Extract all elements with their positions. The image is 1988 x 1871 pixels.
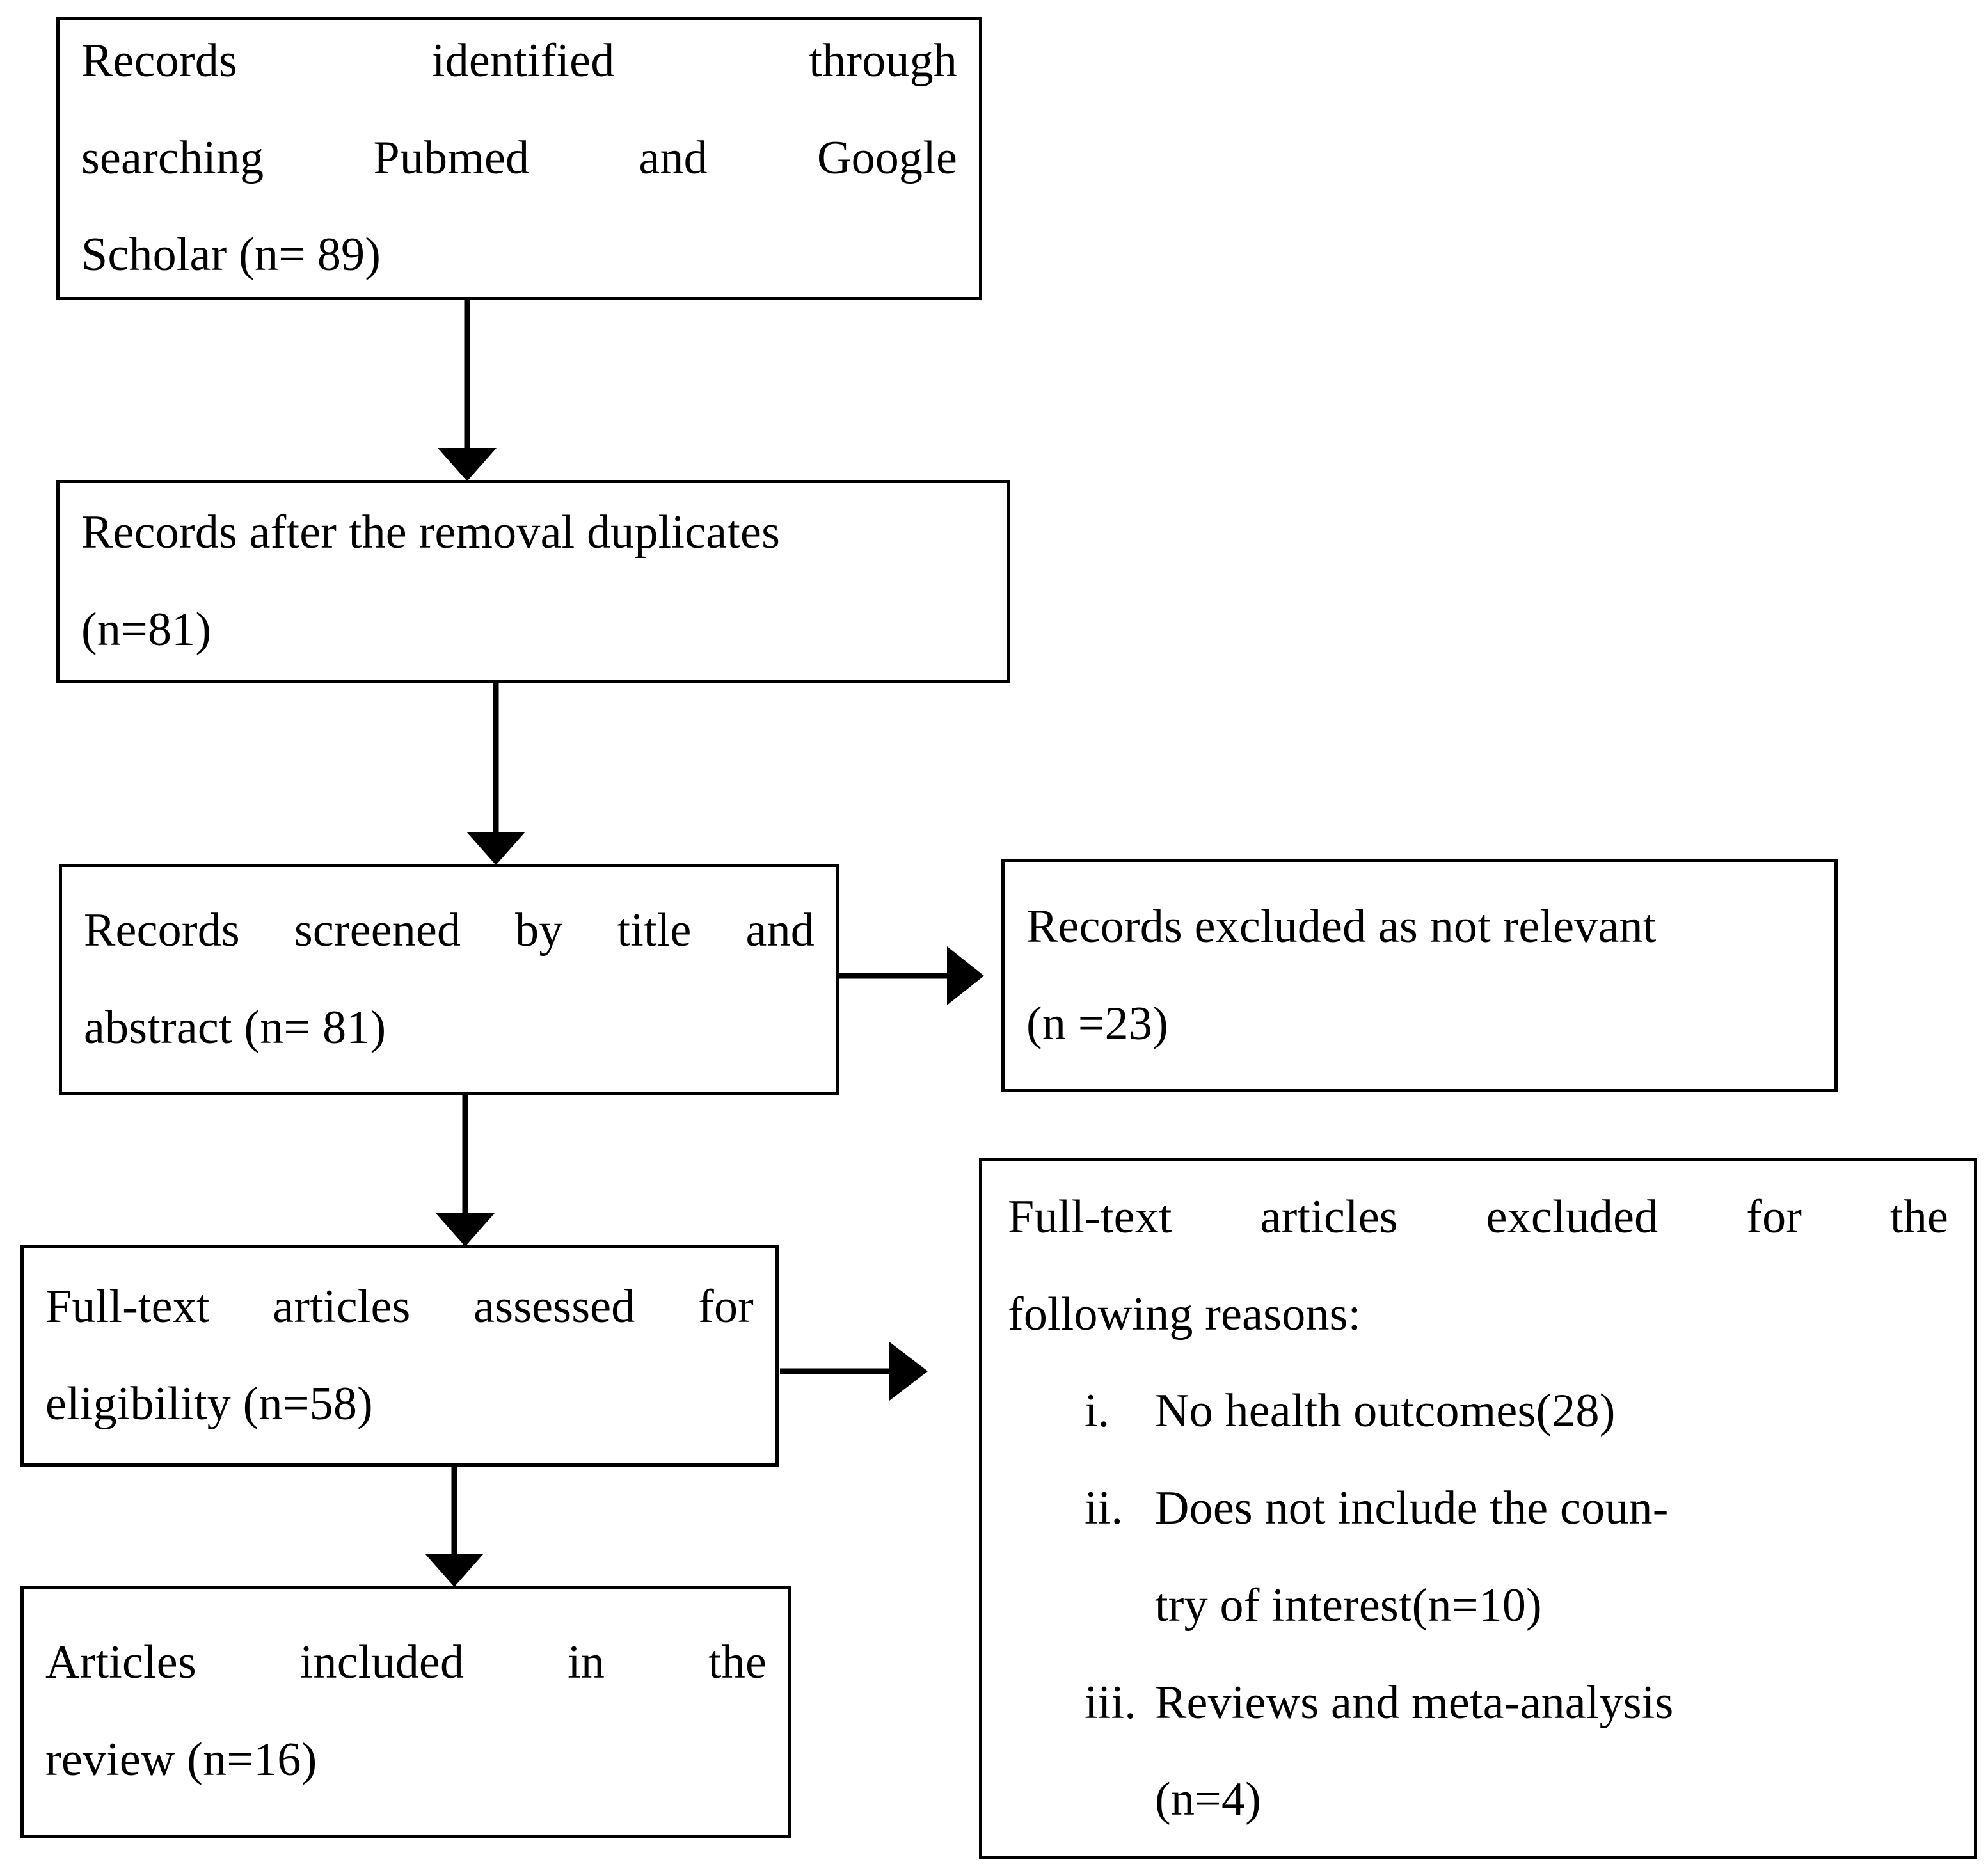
text-line: Articles included in the — [45, 1636, 767, 1689]
node-fulltext-assessed-text: Full-text articles assessed for eligibil… — [24, 1259, 775, 1453]
node-fulltext-assessed: Full-text articles assessed for eligibil… — [20, 1245, 779, 1467]
connector-identified-to-dedup — [438, 300, 497, 481]
exclusion-reason-list: i. No health outcomes(28) ii. Does not i… — [1008, 1363, 1948, 1848]
text-line: Reviews and meta-analysis — [1155, 1676, 1674, 1729]
text-line: Full-text articles assessed for — [45, 1280, 754, 1334]
list-marker: ii. — [1085, 1482, 1124, 1535]
text-line: abstract (n= 81) — [84, 1001, 386, 1054]
list-item-label: No health outcomes(28) — [1155, 1385, 1616, 1438]
list-item: i. No health outcomes(28) — [1008, 1363, 1948, 1460]
text-line: (n =23) — [1026, 997, 1168, 1050]
node-records-after-duplicates: Records after the removal duplicates (n=… — [56, 480, 1010, 683]
node-records-screened-text: Records screened by title and abstract (… — [62, 882, 836, 1076]
node-records-excluded-not-relevant-text: Records excluded as not relevant (n =23) — [1005, 879, 1834, 1072]
text-line: Does not include the coun- — [1155, 1482, 1669, 1535]
list-item-label: Reviews and meta-analysis (n=4) — [1155, 1655, 1948, 1849]
list-item: iii. Reviews and meta-analysis (n=4) — [1008, 1655, 1948, 1849]
text-line: Records excluded as not relevant — [1026, 900, 1657, 953]
node-records-after-duplicates-text: Records after the removal duplicates (n=… — [60, 484, 1007, 678]
connector-dedup-to-screened — [466, 683, 525, 865]
text-line: following reasons: — [1008, 1287, 1362, 1341]
text-line: Records after the removal duplicates — [81, 506, 781, 559]
text-line: (n=81) — [81, 603, 212, 656]
node-articles-included-text: Articles included in the review (n=16) — [24, 1614, 788, 1808]
connector-assessed-to-fulltext-excluded — [780, 1342, 928, 1401]
list-marker: i. — [1085, 1385, 1110, 1438]
list-item-label: Does not include the coun- try of intere… — [1155, 1460, 1948, 1654]
text-line: Records identified through — [81, 34, 957, 87]
node-records-screened: Records screened by title and abstract (… — [59, 864, 839, 1095]
text-line: Scholar (n= 89) — [81, 228, 381, 282]
connector-assessed-to-included — [425, 1467, 484, 1587]
text-line: searching Pubmed and Google — [81, 131, 957, 184]
text-line: Records screened by title and — [84, 904, 815, 957]
text-line: (n=4) — [1155, 1773, 1262, 1826]
node-articles-included: Articles included in the review (n=16) — [20, 1586, 791, 1838]
list-marker: iii. — [1085, 1676, 1136, 1729]
node-records-identified: Records identified through searching Pub… — [56, 17, 982, 300]
text-line: eligibility (n=58) — [45, 1378, 373, 1430]
node-fulltext-excluded-reasons-text: Full-text articles excluded for the foll… — [982, 1169, 1974, 1849]
node-fulltext-excluded-reasons: Full-text articles excluded for the foll… — [979, 1158, 1977, 1859]
text-line: try of interest(n=10) — [1155, 1579, 1542, 1632]
connector-screened-to-assessed — [436, 1095, 495, 1246]
list-item: ii. Does not include the coun- try of in… — [1008, 1460, 1948, 1654]
text-line: Full-text articles excluded for the — [1008, 1191, 1948, 1244]
node-records-excluded-not-relevant: Records excluded as not relevant (n =23) — [1001, 859, 1838, 1092]
text-line: review (n=16) — [45, 1733, 317, 1786]
node-records-identified-text: Records identified through searching Pub… — [60, 13, 979, 304]
connector-screened-to-excluded — [839, 946, 984, 1005]
